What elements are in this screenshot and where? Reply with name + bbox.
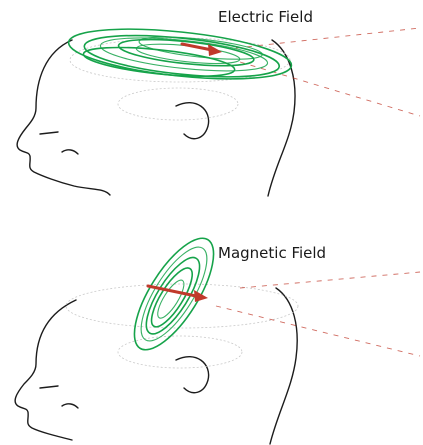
- magnetic-field-loops: [120, 227, 229, 361]
- head-outline-top: [17, 40, 110, 195]
- guide-ellipse-bottom-2: [118, 336, 242, 368]
- electric-field-panel: Electric Field: [17, 8, 420, 196]
- electric-field-loops: [66, 20, 293, 87]
- guide-ellipse-bottom-1: [66, 284, 298, 328]
- electric-field-label: Electric Field: [218, 8, 313, 26]
- head-outline-bottom: [15, 300, 76, 440]
- head-back-bottom: [270, 288, 297, 444]
- eye-bottom: [40, 386, 58, 388]
- magnetic-field-label: Magnetic Field: [218, 244, 326, 262]
- magnetic-loop-1: [120, 227, 229, 361]
- nose-bottom: [62, 404, 78, 408]
- ray-bottom-lower: [216, 306, 420, 356]
- guide-ellipse-top-2: [118, 88, 238, 120]
- ear-top: [176, 103, 209, 139]
- ray-bottom-upper: [240, 272, 420, 288]
- ray-top-lower: [240, 62, 420, 116]
- nose-top: [62, 150, 78, 154]
- ear-bottom: [176, 357, 209, 393]
- eye-top: [40, 132, 58, 134]
- magnetic-field-panel: Magnetic Field: [15, 227, 420, 444]
- ray-top-upper: [236, 28, 420, 48]
